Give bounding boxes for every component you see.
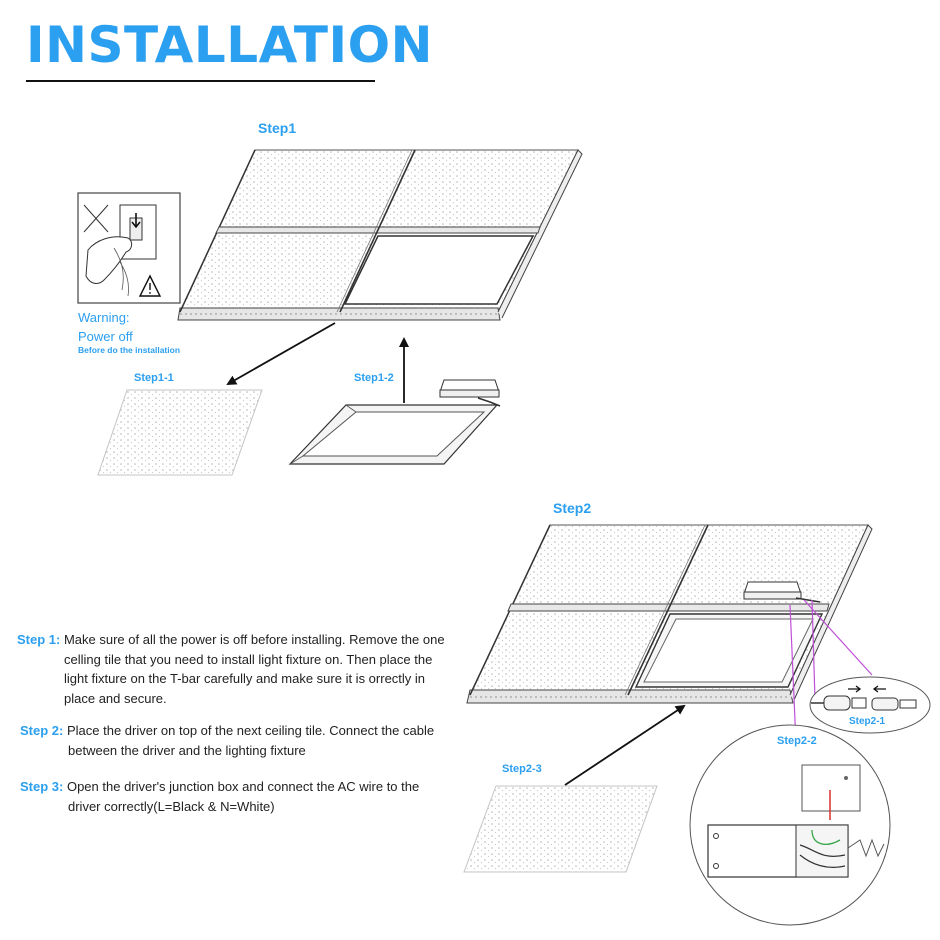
step2-2-label: Step2-2 [777, 735, 817, 747]
arrow-step1-1 [226, 322, 336, 385]
instruction-step1-label: Step 1: [17, 632, 61, 647]
step2-3-label: Step2-3 [502, 763, 542, 775]
instruction-step3: Step 3: Open the driver's junction box a… [20, 777, 490, 816]
warning-power-off: Power off [78, 329, 133, 344]
step2-1-label: Step2-1 [849, 716, 886, 727]
instruction-step2-line2: between the driver and the lighting fixt… [68, 742, 306, 758]
step2-ceiling-grid [466, 524, 873, 704]
light-fixture-frame [288, 404, 499, 465]
page-title: INSTALLATION [26, 16, 433, 74]
connector-zoom-circle [809, 676, 931, 734]
instruction-step2-label: Step 2: [20, 723, 64, 738]
instruction-step3-line1: Open the driver's junction box and conne… [66, 779, 420, 794]
instruction-step1-line4: place and secure. [64, 690, 167, 706]
removed-ceiling-tile [97, 389, 263, 476]
driver-box [439, 379, 501, 407]
instruction-step2: Step 2: Place the driver on top of the n… [20, 721, 490, 760]
step1-1-label: Step1-1 [134, 372, 174, 384]
instruction-step1-line3: light fixture on the T-bar carefully and… [64, 671, 426, 686]
instruction-step1-line2: celling tile that you need to install li… [64, 651, 433, 667]
warning-title: Warning: [78, 310, 130, 325]
step2-label: Step2 [553, 500, 592, 516]
step1-label: Step1 [258, 120, 297, 136]
instruction-step3-label: Step 3: [20, 779, 64, 794]
power-off-illustration [77, 192, 181, 304]
arrow-step2 [564, 704, 686, 786]
step1-2-label: Step1-2 [354, 372, 394, 384]
step1-ceiling-grid [177, 149, 583, 321]
instruction-step3-line2: driver correctly(L=Black & N=White) [68, 798, 275, 814]
title-underline [26, 80, 375, 82]
instruction-step1: Step 1: Make sure of all the power is of… [17, 630, 487, 708]
wiring-zoom-circle [689, 724, 891, 926]
instruction-step2-line1: Place the driver on top of the next ceil… [66, 723, 435, 738]
warning-subtext: Before do the installation [78, 345, 181, 355]
instruction-step1-line1: Make sure of all the power is off before… [63, 632, 445, 647]
step2-3-ceiling-tile [463, 785, 658, 873]
